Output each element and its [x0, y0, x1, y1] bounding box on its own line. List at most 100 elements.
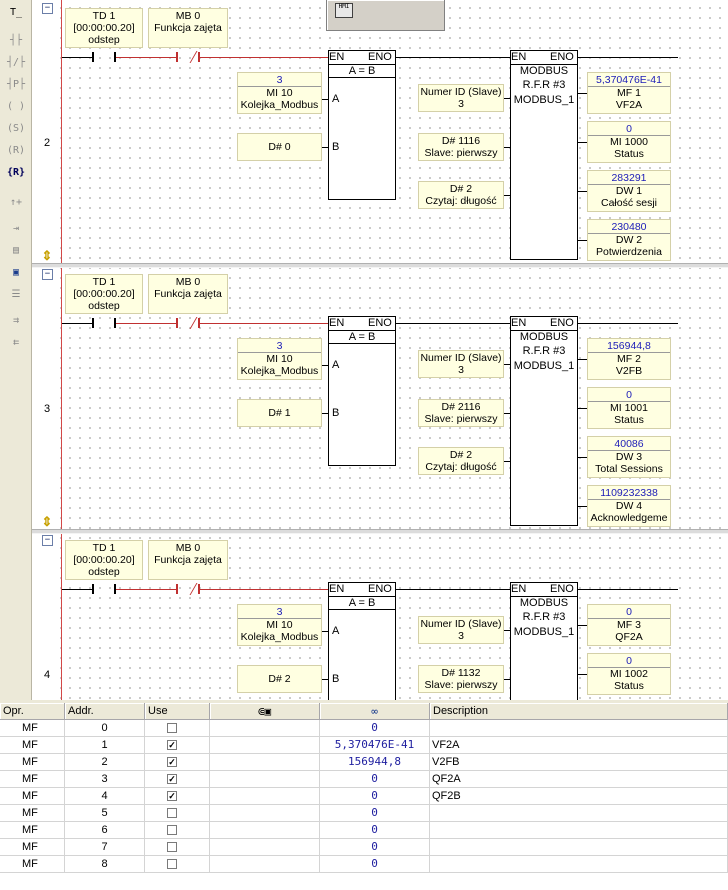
- output-name: DW 4: [615, 500, 643, 512]
- a-name: MI 10: [266, 87, 293, 99]
- contact-nc[interactable]: [176, 318, 200, 328]
- cell-value: 0: [320, 771, 430, 788]
- jump-icon[interactable]: ⇉: [12, 314, 20, 326]
- input-name: D# 1132: [441, 667, 481, 679]
- col-header-use[interactable]: Use: [145, 703, 210, 720]
- contact-nc[interactable]: [176, 52, 200, 62]
- mb-desc: Funkcja zajęta: [154, 554, 222, 566]
- pin-wire: [578, 191, 587, 192]
- use-checkbox[interactable]: [167, 723, 177, 733]
- compare-block[interactable]: [328, 582, 396, 700]
- cell-addr: 6: [65, 822, 145, 839]
- reset-coil-icon[interactable]: (R): [6, 144, 26, 156]
- network-number: 3: [43, 403, 51, 415]
- input-name: Numer ID (Slave): [420, 86, 502, 98]
- scroll-arrows-icon[interactable]: ⇕: [41, 248, 53, 263]
- compare-b-label: D# 1: [237, 399, 322, 427]
- use-checkbox[interactable]: ✓: [167, 774, 177, 784]
- use-checkbox[interactable]: ✓: [167, 740, 177, 750]
- collapse-icon[interactable]: −: [42, 3, 53, 14]
- cell-opr: MF: [0, 788, 65, 805]
- collapse-icon[interactable]: −: [42, 269, 53, 280]
- network-number: 2: [43, 137, 51, 149]
- pin-wire: [322, 99, 328, 100]
- use-checkbox[interactable]: [167, 859, 177, 869]
- col-header-addr[interactable]: Addr.: [65, 703, 145, 720]
- hmi-panel[interactable]: HMI: [326, 0, 445, 31]
- use-checkbox[interactable]: [167, 825, 177, 835]
- mb-desc: Funkcja zajęta: [154, 288, 222, 300]
- cell-opr: MF: [0, 805, 65, 822]
- compare-pin-b: B: [332, 141, 340, 153]
- mb-name: MB 0: [175, 276, 201, 288]
- contact-nc[interactable]: [176, 584, 200, 594]
- output-desc: Acknowledgeme: [590, 512, 668, 524]
- compare-pin-a: A: [332, 625, 340, 637]
- modbus-block[interactable]: [510, 50, 578, 260]
- cell-opr: MF: [0, 771, 65, 788]
- contact-no[interactable]: [92, 318, 116, 328]
- use-checkbox[interactable]: [167, 842, 177, 852]
- modbus-divider: [510, 64, 578, 65]
- cell-opr: MF: [0, 754, 65, 771]
- use-checkbox[interactable]: [167, 808, 177, 818]
- cell-value: 0: [320, 788, 430, 805]
- td-label: TD 1[00:00:00.20]odstep: [65, 540, 143, 580]
- modbus-block[interactable]: [510, 316, 578, 526]
- compare-en: EN: [329, 317, 345, 329]
- contact-no[interactable]: [92, 52, 116, 62]
- scroll-arrows-icon[interactable]: ⇕: [41, 514, 53, 529]
- edge-icon[interactable]: ↑+: [9, 196, 23, 208]
- col-header-watch[interactable]: ∞: [320, 703, 430, 720]
- comment-icon[interactable]: ▣: [12, 266, 20, 278]
- compare-en: EN: [329, 583, 345, 595]
- use-checkbox[interactable]: ✓: [167, 791, 177, 801]
- compare-block[interactable]: [328, 50, 396, 200]
- collapse-icon[interactable]: −: [42, 535, 53, 546]
- cell-use: [145, 856, 210, 873]
- insert-network-icon[interactable]: T̲: [9, 6, 23, 18]
- jump-back-icon[interactable]: ⇇: [12, 336, 20, 348]
- cell-force: [210, 839, 320, 856]
- cell-addr: 8: [65, 856, 145, 873]
- compare-divider: [328, 609, 396, 610]
- modbus-line1: MODBUS: [519, 65, 569, 77]
- cell-opr: MF: [0, 720, 65, 737]
- contact-no[interactable]: [92, 584, 116, 594]
- compare-block[interactable]: [328, 316, 396, 466]
- function-block-icon[interactable]: {R}: [6, 166, 26, 178]
- td-desc: odstep: [88, 566, 120, 578]
- col-header-description[interactable]: Description: [430, 703, 728, 720]
- delete-row-icon[interactable]: ▤: [12, 244, 20, 256]
- modbus-block[interactable]: [510, 582, 578, 700]
- cell-force: [210, 771, 320, 788]
- col-header-opr[interactable]: Opr.: [0, 703, 65, 720]
- compare-b-label: D# 2: [237, 665, 322, 693]
- contact-p-icon[interactable]: ┤P├: [6, 78, 26, 90]
- contact-no-icon[interactable]: ┤├: [9, 34, 23, 46]
- set-coil-icon[interactable]: (S): [6, 122, 26, 134]
- label-icon[interactable]: ☰: [11, 288, 21, 300]
- input-desc: 3: [458, 630, 464, 642]
- coil-icon[interactable]: ( ): [6, 100, 26, 112]
- cell-description: QF2A: [430, 771, 728, 788]
- col-header-force[interactable]: ⋐▣: [210, 703, 320, 720]
- mb-name: MB 0: [175, 542, 201, 554]
- contact-nc-icon[interactable]: ┤/├: [6, 56, 26, 68]
- use-checkbox[interactable]: ✓: [167, 757, 177, 767]
- output-desc: Status: [614, 148, 644, 160]
- insert-row-icon[interactable]: ⇥: [12, 222, 20, 234]
